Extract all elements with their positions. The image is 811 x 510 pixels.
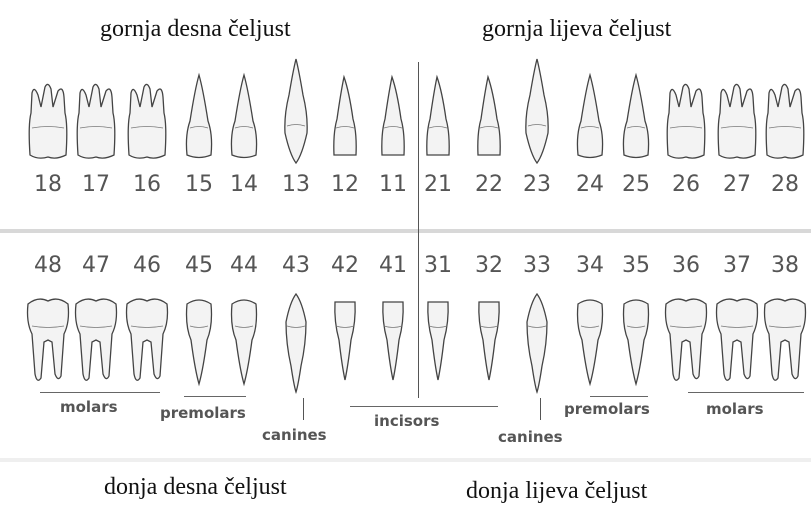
tooth-number-27: 27 xyxy=(723,172,751,197)
premolars-left-bracket xyxy=(590,396,648,397)
tooth-number-13: 13 xyxy=(282,172,310,197)
tooth-number-16: 16 xyxy=(133,172,161,197)
molars-left-bracket xyxy=(688,392,804,393)
tooth-22 xyxy=(477,74,501,156)
tooth-number-41: 41 xyxy=(379,253,407,278)
tooth-number-47: 47 xyxy=(82,253,110,278)
tooth-32 xyxy=(478,301,500,381)
tooth-number-23: 23 xyxy=(523,172,551,197)
tooth-number-11: 11 xyxy=(379,172,407,197)
tooth-17 xyxy=(76,83,116,159)
tooth-15 xyxy=(185,72,213,159)
tooth-12 xyxy=(333,74,357,156)
label-premolars-right: premolars xyxy=(160,404,246,422)
tooth-number-37: 37 xyxy=(723,253,751,278)
tooth-number-14: 14 xyxy=(230,172,258,197)
label-premolars-left: premolars xyxy=(564,400,650,418)
tooth-number-24: 24 xyxy=(576,172,604,197)
bottom-separator xyxy=(0,458,811,462)
tooth-47 xyxy=(74,298,118,381)
tooth-23 xyxy=(525,58,549,165)
tooth-number-22: 22 xyxy=(475,172,503,197)
tooth-13 xyxy=(284,58,308,165)
tooth-18 xyxy=(28,83,68,159)
tooth-number-46: 46 xyxy=(133,253,161,278)
tooth-25 xyxy=(622,72,650,159)
title-upper-right-jaw: gornja desna čeljust xyxy=(100,16,291,42)
jaw-divider xyxy=(0,229,811,233)
tooth-38 xyxy=(763,298,807,381)
tooth-number-34: 34 xyxy=(576,253,604,278)
tooth-number-28: 28 xyxy=(771,172,799,197)
premolars-right-bracket xyxy=(184,396,246,397)
label-incisors: incisors xyxy=(374,412,440,430)
tooth-21 xyxy=(426,74,450,156)
tooth-14 xyxy=(230,72,258,159)
tooth-number-18: 18 xyxy=(34,172,62,197)
tooth-number-31: 31 xyxy=(424,253,452,278)
label-molars-left: molars xyxy=(706,400,764,418)
tooth-24 xyxy=(576,72,604,159)
tooth-number-35: 35 xyxy=(622,253,650,278)
tooth-48 xyxy=(26,298,70,381)
tooth-number-36: 36 xyxy=(672,253,700,278)
title-upper-left-jaw: gornja lijeva čeljust xyxy=(482,16,672,42)
tooth-46 xyxy=(125,298,169,381)
tooth-41 xyxy=(382,301,404,381)
tooth-35 xyxy=(622,299,650,387)
tooth-number-32: 32 xyxy=(475,253,503,278)
incisors-bracket xyxy=(350,406,498,407)
tooth-45 xyxy=(185,299,213,387)
tooth-number-26: 26 xyxy=(672,172,700,197)
tooth-number-25: 25 xyxy=(622,172,650,197)
tooth-44 xyxy=(230,299,258,387)
title-lower-left-jaw: donja lijeva čeljust xyxy=(466,478,648,504)
tooth-number-17: 17 xyxy=(82,172,110,197)
title-lower-right-jaw: donja desna čeljust xyxy=(104,474,287,500)
tooth-number-12: 12 xyxy=(331,172,359,197)
tooth-34 xyxy=(576,299,604,387)
tooth-36 xyxy=(664,298,708,381)
tooth-number-38: 38 xyxy=(771,253,799,278)
tooth-27 xyxy=(717,83,757,159)
tooth-11 xyxy=(381,74,405,156)
tooth-42 xyxy=(334,301,356,381)
tooth-33 xyxy=(526,292,548,395)
tooth-28 xyxy=(765,83,805,159)
tooth-number-45: 45 xyxy=(185,253,213,278)
tooth-number-48: 48 xyxy=(34,253,62,278)
tooth-number-43: 43 xyxy=(282,253,310,278)
tooth-16 xyxy=(127,83,167,159)
tooth-number-21: 21 xyxy=(424,172,452,197)
canine-left-marker xyxy=(540,398,541,420)
tooth-number-15: 15 xyxy=(185,172,213,197)
tooth-37 xyxy=(715,298,759,381)
label-molars-right: molars xyxy=(60,398,118,416)
tooth-number-44: 44 xyxy=(230,253,258,278)
midline xyxy=(418,62,419,398)
tooth-number-33: 33 xyxy=(523,253,551,278)
canine-right-marker xyxy=(303,398,304,420)
label-canines-right: canines xyxy=(262,426,327,444)
molars-right-bracket xyxy=(40,392,160,393)
label-canines-left: canines xyxy=(498,428,563,446)
tooth-43 xyxy=(285,292,307,395)
tooth-31 xyxy=(427,301,449,381)
tooth-26 xyxy=(666,83,706,159)
tooth-number-42: 42 xyxy=(331,253,359,278)
